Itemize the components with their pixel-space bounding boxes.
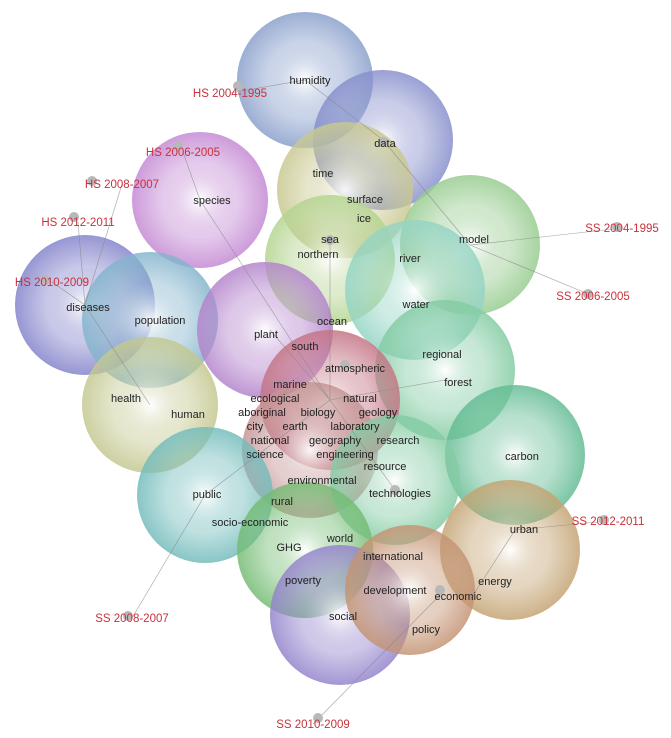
word-aboriginal: aboriginal: [238, 407, 286, 419]
word-diseases: diseases: [66, 302, 110, 314]
word-river: river: [399, 253, 421, 265]
word-natural: natural: [343, 393, 377, 405]
word-ecological: ecological: [251, 393, 300, 405]
topic-bubble: [345, 525, 475, 655]
word-human: human: [171, 409, 205, 421]
word-environmental: environmental: [287, 475, 356, 487]
word-GHG: GHG: [276, 542, 301, 554]
word-surface: surface: [347, 194, 383, 206]
word-engineering: engineering: [316, 449, 374, 461]
word-humidity: humidity: [290, 75, 331, 87]
word-northern: northern: [298, 249, 339, 261]
word-model: model: [459, 234, 489, 246]
label-hs-2012-2011: HS 2012-2011: [41, 217, 114, 229]
word-rural: rural: [271, 496, 293, 508]
label-ss-2008-2007: SS 2008-2007: [95, 613, 169, 625]
word-development: development: [364, 585, 427, 597]
label-hs-2006-2005: HS 2006-2005: [146, 147, 220, 159]
label-ss-2012-2011: SS 2012-2011: [572, 516, 645, 528]
word-biology: biology: [301, 407, 336, 419]
word-resource: resource: [364, 461, 407, 473]
word-ice: ice: [357, 213, 371, 225]
word-socio-economic: socio-economic: [212, 517, 289, 529]
label-ss-2004-1995: SS 2004-1995: [585, 223, 659, 235]
word-geology: geology: [359, 407, 398, 419]
word-time: time: [313, 168, 334, 180]
word-energy: energy: [478, 576, 512, 588]
word-public: public: [193, 489, 222, 501]
word-economic: economic: [434, 591, 482, 603]
word-south: south: [292, 341, 319, 353]
topic-bubble: [330, 415, 460, 545]
word-urban: urban: [510, 524, 538, 536]
word-population: population: [135, 315, 186, 327]
label-hs-2004-1995: HS 2004-1995: [193, 88, 267, 100]
word-water: water: [402, 299, 430, 311]
word-regional: regional: [422, 349, 461, 361]
word-science: science: [246, 449, 283, 461]
word-atmospheric: atmospheric: [325, 363, 385, 375]
word-social: social: [329, 611, 357, 623]
word-geography: geography: [309, 435, 361, 447]
word-sea: sea: [321, 234, 340, 246]
word-marine: marine: [273, 379, 307, 391]
word-laboratory: laboratory: [331, 421, 380, 433]
word-earth: earth: [282, 421, 307, 433]
label-ss-2006-2005: SS 2006-2005: [556, 291, 630, 303]
nodes: [40, 81, 622, 723]
word-health: health: [111, 393, 141, 405]
word-plant: plant: [254, 329, 278, 341]
word-poverty: poverty: [285, 575, 322, 587]
label-hs-2008-2007: HS 2008-2007: [85, 179, 159, 191]
label-hs-2010-2009: HS 2010-2009: [15, 277, 89, 289]
word-research: research: [377, 435, 420, 447]
word-policy: policy: [412, 624, 441, 636]
word-international: international: [363, 551, 423, 563]
word-species: species: [193, 195, 231, 207]
word-ocean: ocean: [317, 316, 347, 328]
word-technologies: technologies: [369, 488, 431, 500]
word-forest: forest: [444, 377, 472, 389]
word-world: world: [326, 533, 353, 545]
word-carbon: carbon: [505, 451, 539, 463]
word-national: national: [251, 435, 290, 447]
topic-bubble: [440, 480, 580, 620]
word-data: data: [374, 138, 396, 150]
label-ss-2010-2009: SS 2010-2009: [276, 719, 350, 731]
word-city: city: [247, 421, 264, 433]
